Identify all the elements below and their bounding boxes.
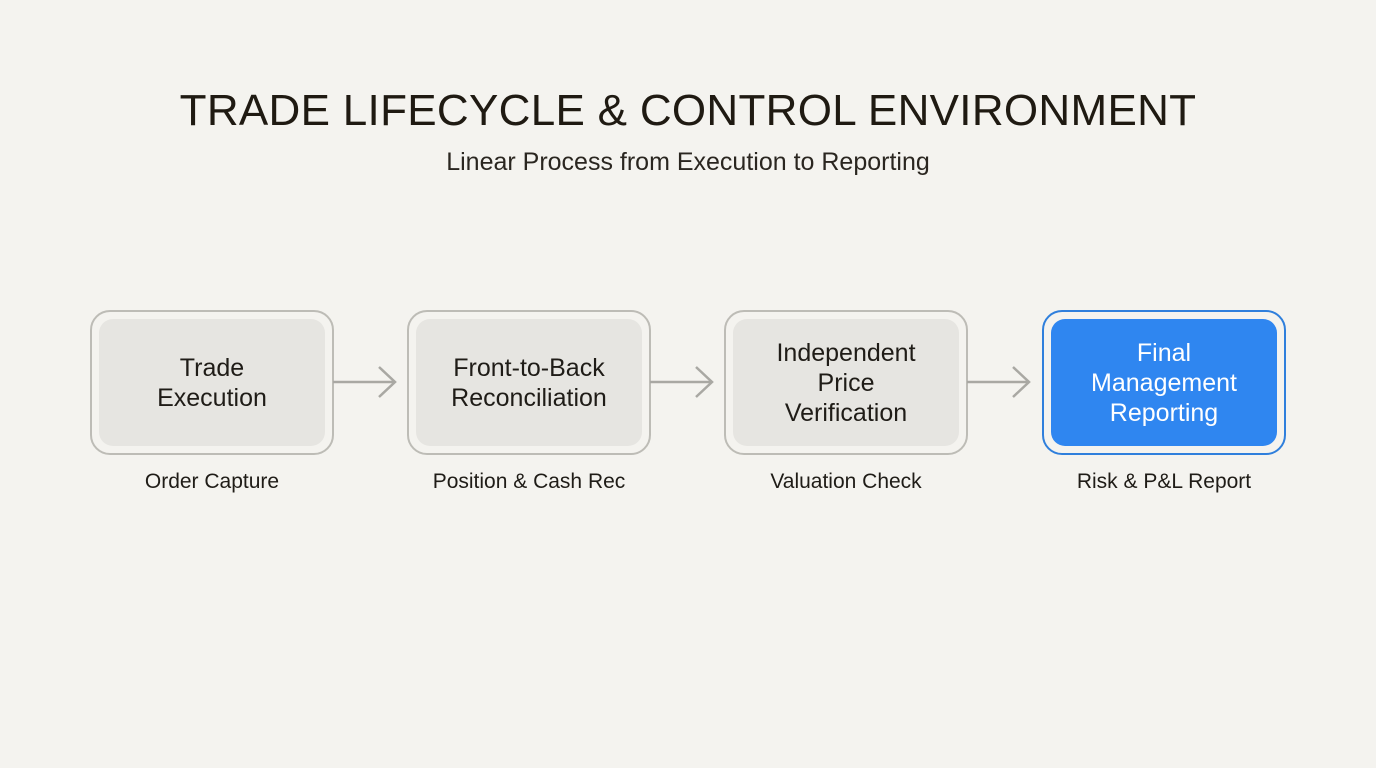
arrow-right-icon bbox=[650, 366, 714, 398]
step-front-to-back-reconciliation: Front-to-Back Reconciliation Position & … bbox=[407, 310, 651, 493]
step-box-outer: Trade Execution bbox=[90, 310, 334, 455]
step-label: Trade Execution bbox=[99, 319, 325, 446]
step-box-outer: Front-to-Back Reconciliation bbox=[407, 310, 651, 455]
step-trade-execution: Trade Execution Order Capture bbox=[90, 310, 334, 493]
step-caption: Valuation Check bbox=[770, 470, 922, 493]
step-final-management-reporting: Final Management Reporting Risk & P&L Re… bbox=[1042, 310, 1286, 493]
arrow-right-icon bbox=[967, 366, 1031, 398]
arrow-right-icon bbox=[333, 366, 397, 398]
step-box-outer: Final Management Reporting bbox=[1042, 310, 1286, 455]
step-caption: Order Capture bbox=[144, 470, 280, 493]
step-label: Final Management Reporting bbox=[1051, 319, 1277, 446]
step-caption: Risk & P&L Report bbox=[1076, 470, 1252, 493]
step-box-outer: Independent Price Verification bbox=[724, 310, 968, 455]
diagram-title: TRADE LIFECYCLE & CONTROL ENVIRONMENT bbox=[179, 86, 1197, 135]
step-label: Front-to-Back Reconciliation bbox=[416, 319, 642, 446]
step-label: Independent Price Verification bbox=[733, 319, 959, 446]
step-caption: Position & Cash Rec bbox=[432, 470, 626, 493]
diagram-subtitle: Linear Process from Execution to Reporti… bbox=[446, 148, 930, 176]
step-independent-price-verification: Independent Price Verification Valuation… bbox=[724, 310, 968, 493]
